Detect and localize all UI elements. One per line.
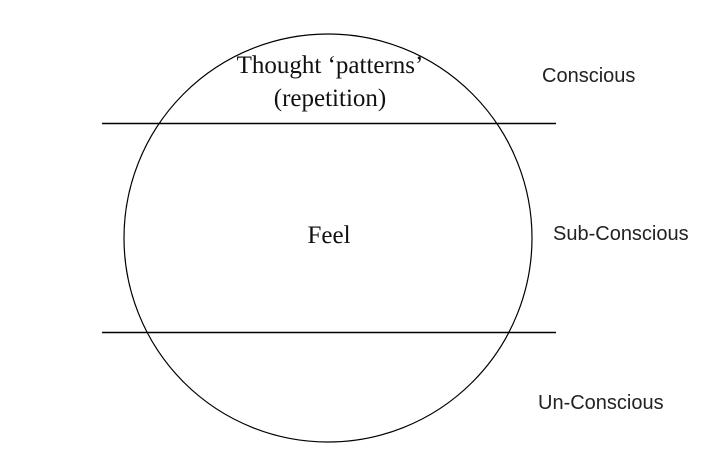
sub-conscious-label: Sub-Conscious <box>553 223 689 245</box>
un-conscious-label: Un-Conscious <box>538 392 664 414</box>
thought-patterns-label: Thought ‘patterns’ <box>237 52 424 79</box>
repetition-label: (repetition) <box>274 85 386 112</box>
conscious-label: Conscious <box>542 65 635 87</box>
mind-circle <box>123 33 533 443</box>
feel-label: Feel <box>307 222 350 249</box>
